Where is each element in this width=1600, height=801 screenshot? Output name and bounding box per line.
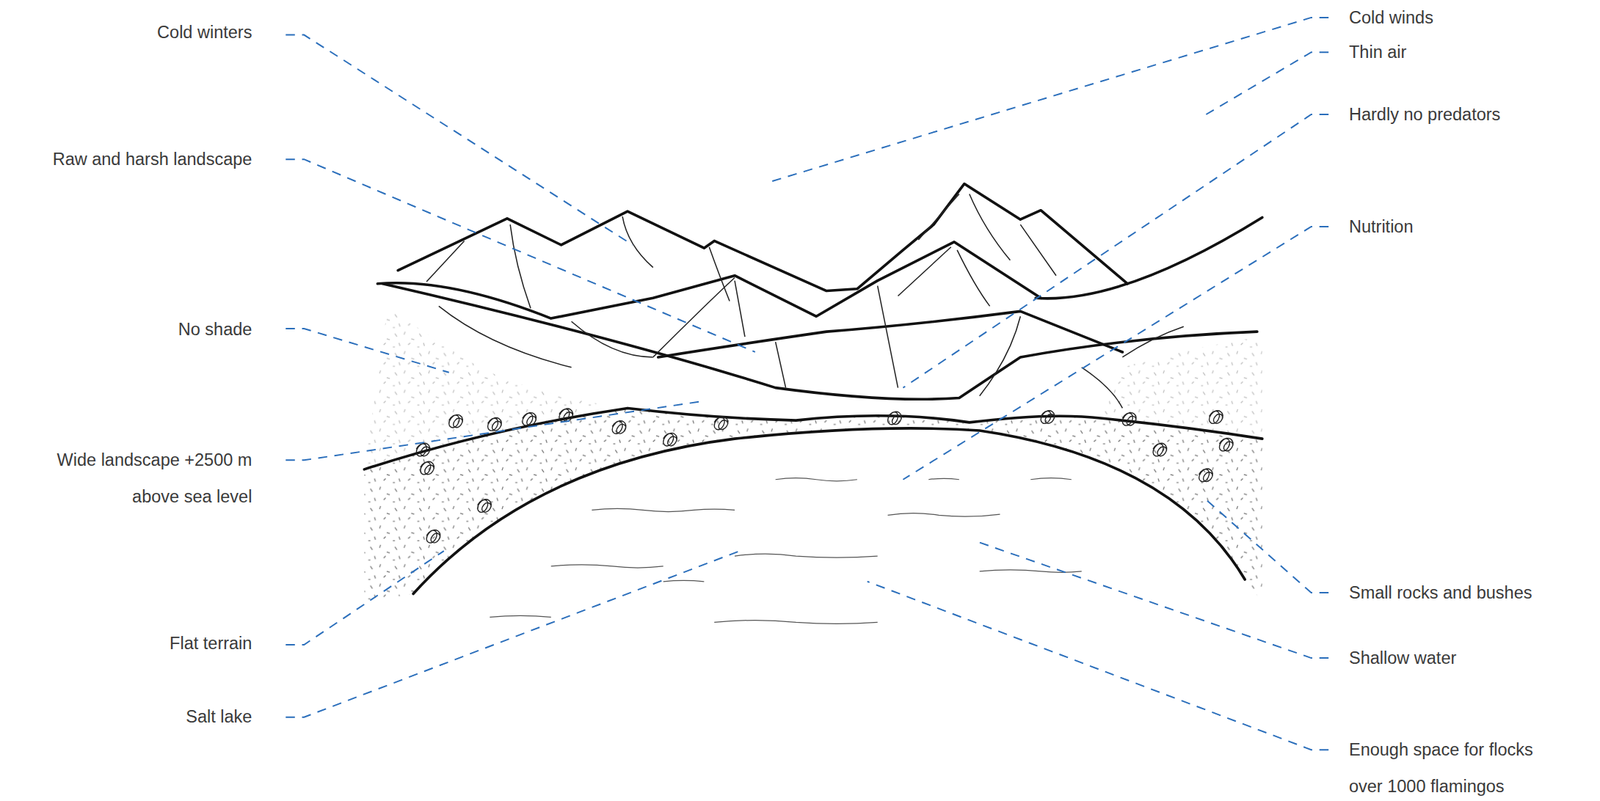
callout-label: Thin air [1348, 33, 1407, 71]
callout-label: Wide landscape +2500 m above sea level [31, 441, 252, 516]
callout-label: Raw and harsh landscape [52, 140, 253, 178]
water-ripples [489, 478, 1082, 625]
lake-shore [364, 408, 1262, 594]
leader-lines [285, 17, 1329, 751]
callout-label: Small rocks and bushes [1348, 574, 1532, 612]
callout-label: Nutrition [1348, 208, 1414, 246]
bushes [416, 408, 1234, 544]
callout-label: Shallow water [1348, 640, 1457, 677]
callout-label: Cold winds [1348, 0, 1434, 36]
callout-label: Salt lake [185, 698, 252, 736]
mountains [377, 184, 1262, 400]
callout-label: Enough space for flocks over 1000 flamin… [1348, 731, 1555, 801]
callout-label: Hardly no predators [1348, 96, 1501, 133]
callout-label: Flat terrain [169, 625, 252, 663]
ground [364, 306, 1262, 602]
callout-label: Cold winters [157, 13, 252, 51]
callout-label: No shade [178, 311, 253, 348]
